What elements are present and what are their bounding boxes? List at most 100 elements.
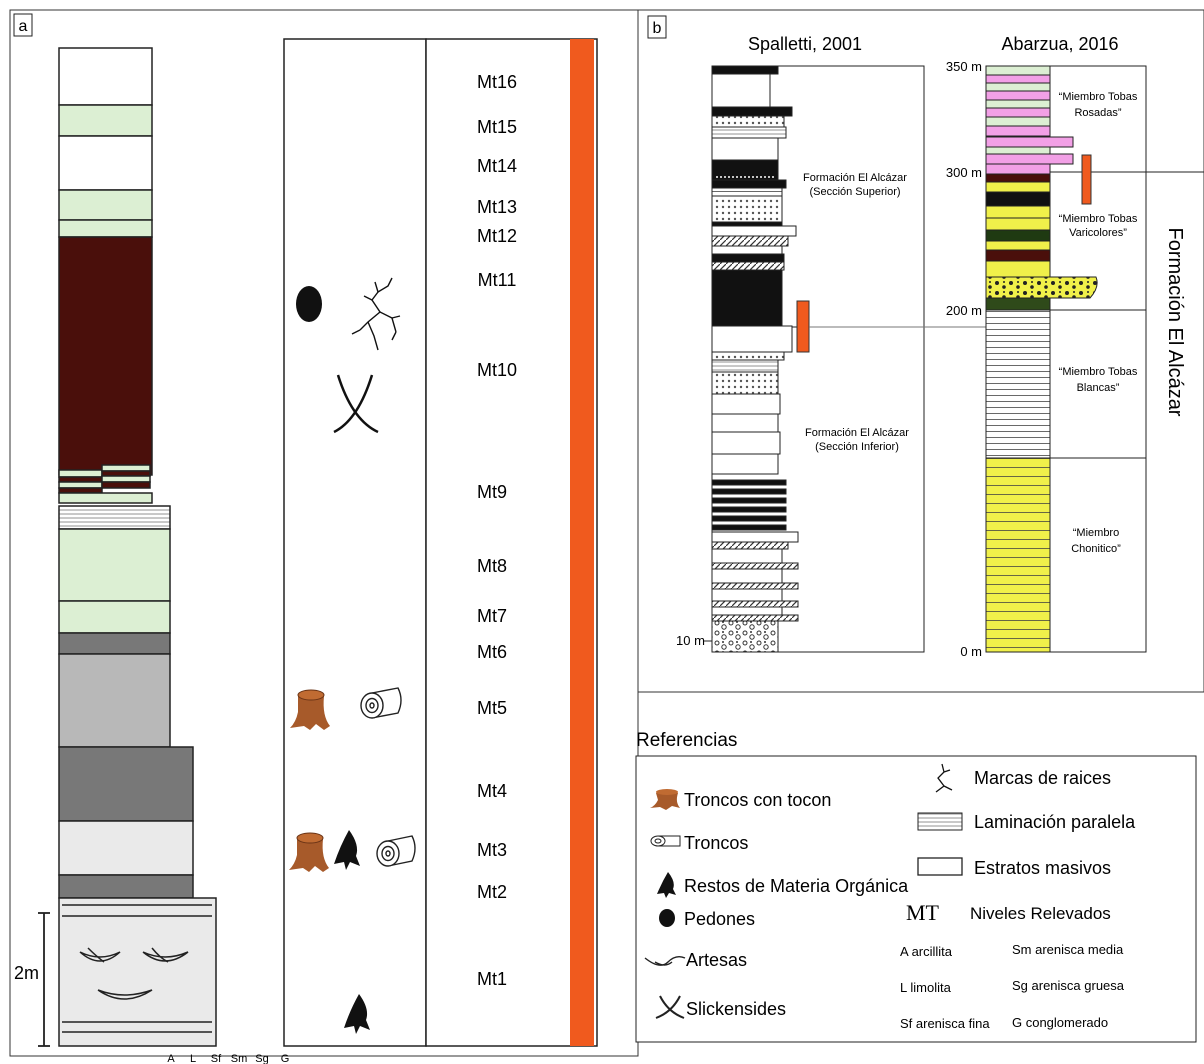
legend-item-slickensides: Slickensides — [655, 995, 786, 1019]
member-rosadas-1: “Miembro Tobas — [1059, 91, 1138, 103]
trough-cross-bedding-symbols — [62, 904, 212, 1033]
member-blancas-1: “Miembro Tobas — [1059, 366, 1138, 378]
bed-laminated — [58, 505, 171, 530]
level-mt14: Mt14 — [477, 156, 517, 176]
symbols-column — [283, 38, 427, 1047]
bed-green-1 — [58, 104, 153, 137]
abarzua-studied-interval — [1081, 154, 1092, 205]
level-mt3: Mt3 — [477, 840, 507, 860]
studied-interval-bar — [570, 39, 594, 1046]
abbr-g: G conglomerado — [1012, 1015, 1108, 1030]
legend-item-stump: Troncos con tocon — [650, 789, 831, 810]
bed-grey-mid — [58, 653, 171, 748]
abarzua-column — [985, 65, 1098, 653]
legend-mt-label: Niveles Relevados — [970, 904, 1111, 923]
member-chonitico-2: Chonitico” — [1071, 543, 1121, 555]
level-mt7: Mt7 — [477, 606, 507, 626]
member-chonitico-1: “Miembro — [1073, 527, 1119, 539]
levels-column — [425, 38, 598, 1047]
abarzua-title: Abarzua, 2016 — [1001, 34, 1118, 54]
depth-0: 0 m — [960, 644, 982, 659]
legend-lamination-label: Laminación paralela — [974, 812, 1136, 832]
root-marks-icon — [351, 277, 401, 351]
member-rosadas-2: Rosadas” — [1074, 107, 1121, 119]
legend-stump-label: Troncos con tocon — [684, 790, 831, 810]
legend-item-artesas: Artesas — [644, 950, 747, 970]
legend-item-roots: Marcas de raices — [935, 763, 1111, 793]
grain-label-Sf: Sf — [211, 1053, 222, 1064]
abbr-sm: Sm arenisca media — [1012, 942, 1124, 957]
level-mt2: Mt2 — [477, 882, 507, 902]
upper-section-label-2: (Sección Superior) — [809, 186, 900, 198]
legend-mt-symbol: MT — [906, 900, 940, 925]
bed-green-3 — [58, 219, 153, 238]
legend-item-log: Troncos — [650, 833, 748, 853]
scale-bar — [38, 912, 50, 1047]
panel-b-frame — [637, 9, 1204, 693]
interbedded-green-brown — [58, 464, 153, 504]
level-mt16: Mt16 — [477, 72, 517, 92]
legend-artesas-label: Artesas — [686, 950, 747, 970]
panel-b-tag: b — [653, 20, 662, 37]
depth-350: 350 m — [946, 59, 982, 74]
abbr-sg: Sg arenisca gruesa — [1012, 978, 1125, 993]
grain-size-axis: A L Sf Sm Sg G — [167, 1053, 289, 1064]
bed-white-2 — [58, 135, 153, 191]
stump-icon-mt5 — [290, 689, 330, 730]
scale-label: 2m — [14, 963, 39, 983]
legend-log-label: Troncos — [684, 833, 748, 853]
lower-section-label-2: (Sección Inferior) — [815, 441, 899, 453]
depth-200: 200 m — [946, 303, 982, 318]
grain-label-Sg: Sg — [255, 1053, 268, 1064]
grain-label-Sm: Sm — [231, 1053, 248, 1064]
slickensides-icon — [333, 374, 379, 434]
abbr-sf: Sf arenisca fina — [900, 1016, 990, 1031]
legend-item-lamination: Laminación paralela — [917, 812, 1136, 832]
level-mt5: Mt5 — [477, 698, 507, 718]
legend-pedon-label: Pedones — [684, 909, 755, 929]
bed-dark-brown — [58, 236, 153, 476]
bed-grey-dark-3 — [58, 874, 194, 899]
legend-slickensides-label: Slickensides — [686, 999, 786, 1019]
level-mt10: Mt10 — [477, 360, 517, 380]
bed-grey-dark-2 — [58, 746, 194, 822]
organic-matter-icon-mt3 — [334, 830, 360, 870]
legend-item-massive: Estratos masivos — [917, 857, 1111, 878]
spalletti-studied-interval — [796, 300, 810, 353]
lower-section-label-1: Formación El Alcázar — [805, 427, 909, 439]
bed-green-2 — [58, 189, 153, 221]
level-mt12: Mt12 — [477, 226, 517, 246]
upper-section-label-1: Formación El Alcázar — [803, 172, 907, 184]
grain-label-A: A — [167, 1053, 175, 1064]
abbr-l: L limolita — [900, 980, 952, 995]
level-mt15: Mt15 — [477, 117, 517, 137]
member-varicolores-2: Varicolores” — [1069, 227, 1127, 239]
bed-white-top — [58, 47, 153, 106]
grain-label-L: L — [190, 1053, 196, 1064]
panel-b-tag-box — [647, 15, 667, 39]
level-mt9: Mt9 — [477, 482, 507, 502]
bed-green-4 — [58, 528, 171, 602]
legend-item-pedon: Pedones — [659, 909, 755, 929]
panel-a-tag: a — [19, 18, 28, 35]
level-mt8: Mt8 — [477, 556, 507, 576]
member-varicolores-1: “Miembro Tobas — [1059, 213, 1138, 225]
spalletti-title: Spalletti, 2001 — [748, 34, 862, 54]
legend-box — [635, 755, 1197, 1043]
log-icon-mt3 — [376, 835, 416, 867]
log-icon-mt5 — [360, 687, 402, 719]
pedon-icon — [296, 286, 322, 322]
spalletti-base-label: 10 m — [676, 633, 705, 648]
level-mt6: Mt6 — [477, 642, 507, 662]
level-labels: Mt16 Mt15 Mt14 Mt13 Mt12 Mt11 Mt10 Mt9 M… — [477, 72, 517, 989]
legend-title: Referencias — [636, 730, 737, 751]
level-mt4: Mt4 — [477, 781, 507, 801]
legend-abbreviations: A arcillita Sm arenisca media L limolita… — [900, 942, 1125, 1031]
spalletti-column — [711, 65, 799, 653]
grain-label-G: G — [281, 1053, 290, 1064]
legend-organic-label: Restos de Materia Orgánica — [684, 876, 909, 896]
depth-300: 300 m — [946, 165, 982, 180]
bed-green-5 — [58, 600, 171, 634]
bed-grey-light — [58, 820, 194, 876]
legend-item-organic: Restos de Materia Orgánica — [657, 872, 909, 898]
